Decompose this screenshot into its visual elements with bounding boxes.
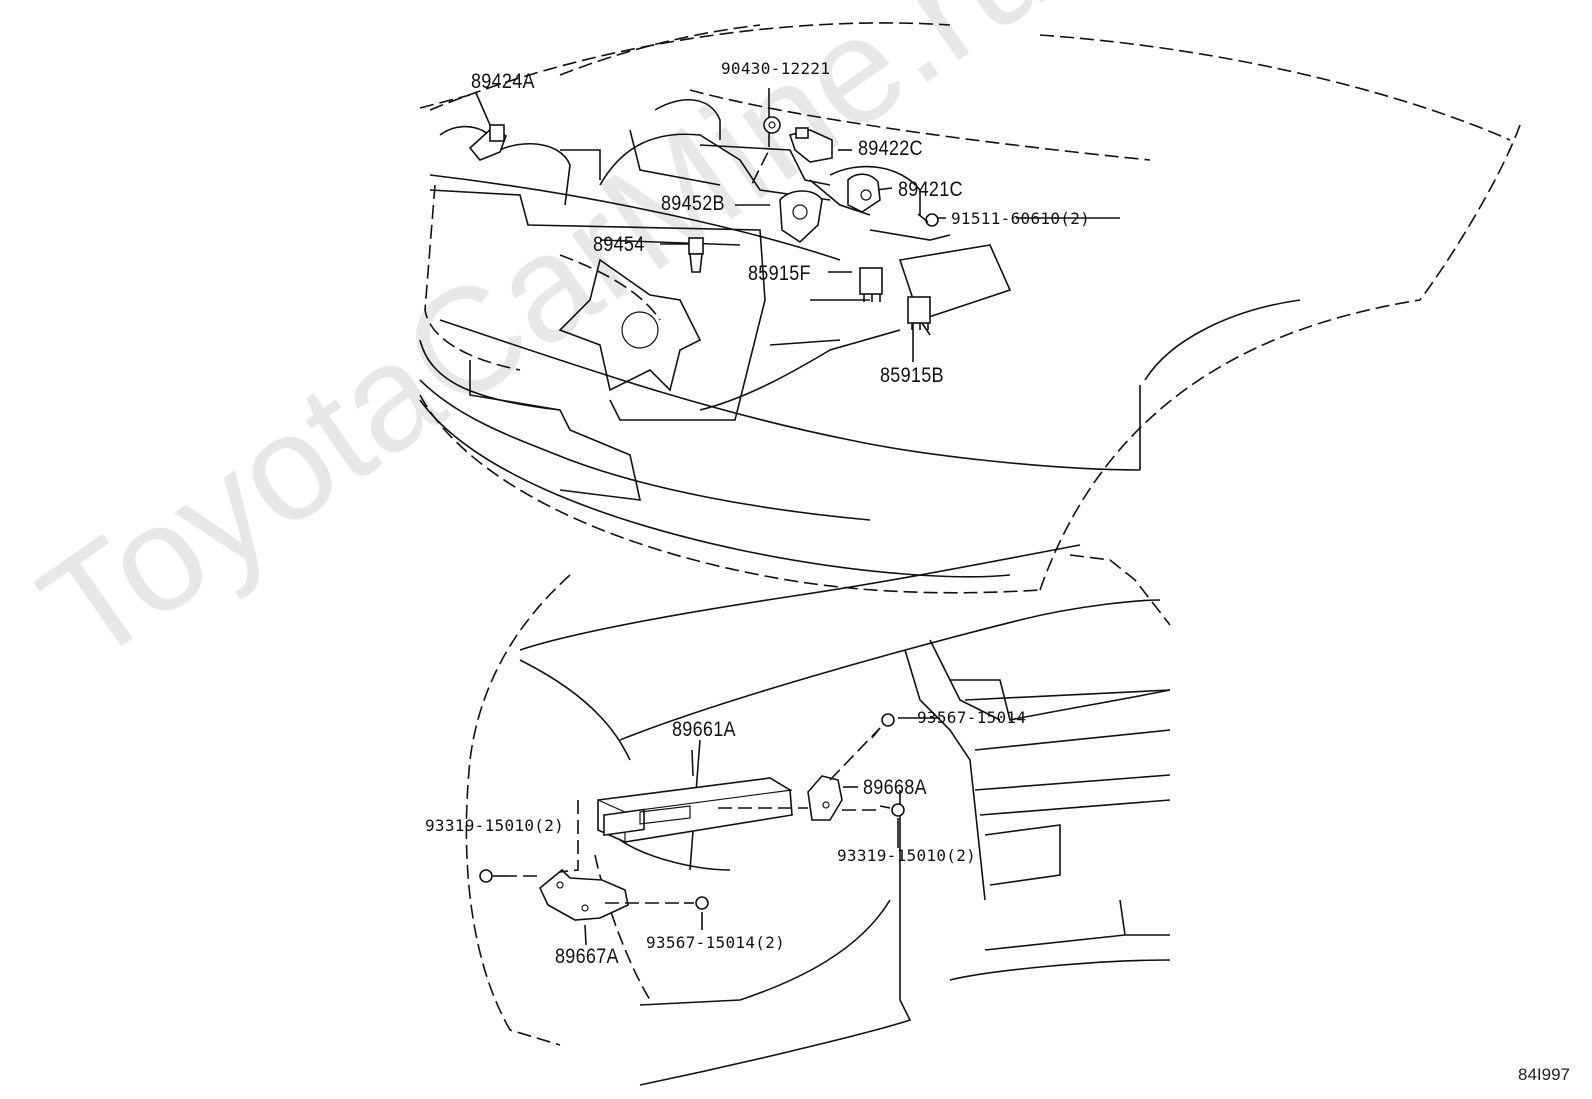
part-93319-bolt-right-icon [879,803,905,817]
part-89668A-bracket-icon [807,775,843,821]
label-89668A[interactable]: 89668A [863,776,927,799]
part-89452B-sensor-icon [779,190,823,244]
label-85915F[interactable]: 85915F [748,262,811,285]
part-89667A-bracket-icon [539,868,629,921]
part-85915F-relay-icon [859,267,883,302]
label-89422C[interactable]: 89422C [858,137,923,160]
part-93567-bolt-lower-icon [684,896,709,910]
label-93567-15014[interactable]: 93567-15014 [917,708,1027,727]
label-93319-15010-left[interactable]: 93319-15010(2) [425,816,565,835]
figure-code: 84I997 [1518,1065,1570,1084]
label-89421C[interactable]: 89421C [898,178,963,201]
part-93319-bolt-left-icon [479,869,503,883]
part-89424A-icon [468,124,507,161]
label-93567-15014-lower[interactable]: 93567-15014(2) [646,933,786,952]
label-90430-12221[interactable]: 90430-12221 [721,59,831,78]
part-89422C-sensor-icon [788,127,833,163]
label-85915B[interactable]: 85915B [880,364,944,387]
part-90430-washer-icon [763,116,781,134]
part-89661A-ecu-icon [597,777,793,843]
part-89454-sensor-icon [688,237,704,273]
label-89452B[interactable]: 89452B [661,192,725,215]
part-89421C-sensor-icon [847,173,881,213]
label-93319-15010-right[interactable]: 93319-15010(2) [837,846,977,865]
label-89661A[interactable]: 89661A [672,718,736,741]
engine-bay-illustration [419,22,1521,594]
label-89454[interactable]: 89454 [593,233,645,256]
part-85915B-relay-icon [907,296,931,330]
interior-illustration [465,544,1171,1086]
part-93567-bolt-icon [871,713,895,739]
label-89424A[interactable]: 89424A [471,70,535,93]
label-89667A[interactable]: 89667A [555,945,619,968]
part-91511-bolt-icon [917,213,939,227]
label-91511-60610[interactable]: 91511-60610(2) [951,209,1091,228]
